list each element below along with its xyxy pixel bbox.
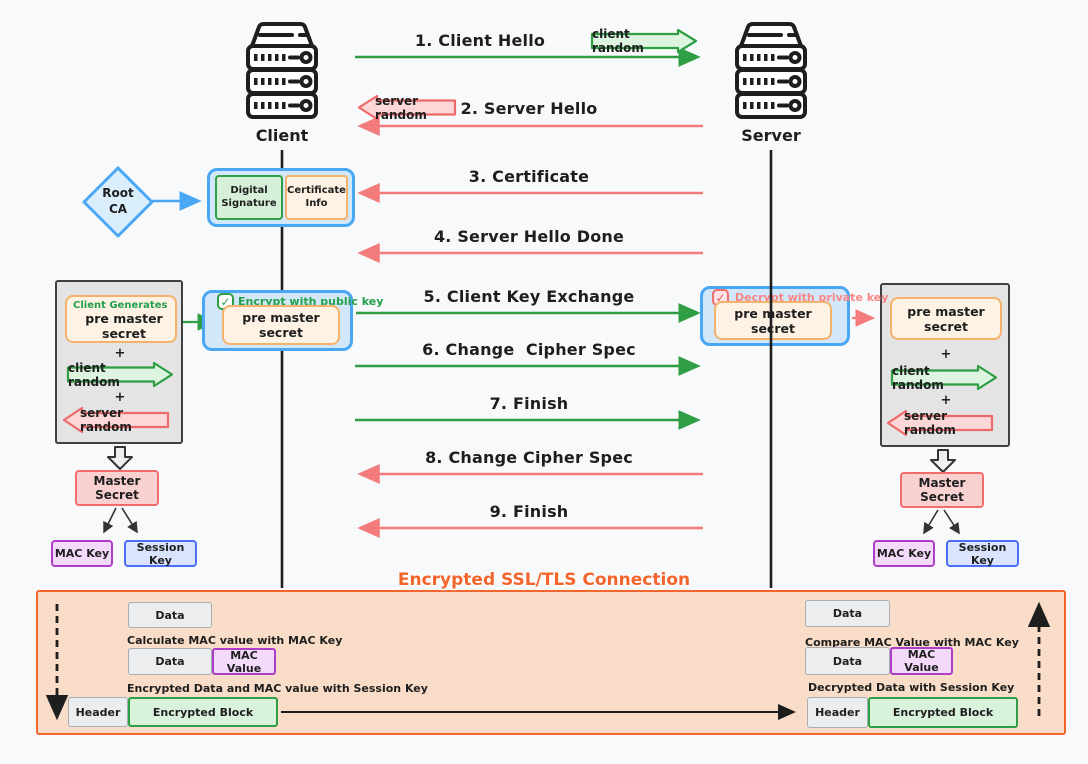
plus-sign: + [940, 393, 952, 408]
encrypted-connection-title: Encrypted SSL/TLS Connection [397, 570, 691, 590]
decrypt-pre-master-secret-box: pre master secret [714, 301, 832, 340]
header-box: Header [68, 697, 128, 727]
line-master-to-mackey-left [103, 507, 117, 534]
plus-sign: + [114, 346, 126, 361]
server-label: Server [741, 126, 801, 145]
client-random-badge-left: client random [66, 361, 174, 389]
line-master-to-mackey-right [923, 509, 939, 535]
caption-decrypt-session-key: Decrypted Data with Session Key [808, 681, 1015, 694]
data-box: Data [128, 648, 212, 675]
client-pre-master-secret-box: Client Generates pre master secret [65, 295, 177, 343]
client-random-badge-right: client random [890, 364, 998, 392]
session-key-box-right: Session Key [946, 540, 1019, 567]
line-master-to-sessionkey-left [121, 507, 138, 534]
line-master-to-sessionkey-right [943, 509, 960, 535]
mac-value-box: MAC Value [890, 647, 953, 675]
down-hollow-arrow-left [107, 446, 133, 470]
mac-key-box-right: MAC Key [873, 540, 935, 567]
master-secret-box-right: Master Secret [900, 472, 984, 508]
digital-signature-box: Digital Signature [215, 175, 283, 220]
encrypt-pre-master-secret-box: pre master secret [222, 305, 340, 345]
plus-sign: + [114, 390, 126, 405]
caption-calculate-mac: Calculate MAC value with MAC Key [127, 634, 343, 647]
header-box: Header [807, 697, 868, 728]
down-hollow-arrow-right [930, 449, 956, 473]
message-label-8: 8. Change Cipher Spec [425, 448, 633, 467]
message-label-6: 6. Change Cipher Spec [422, 340, 636, 359]
server-random-badge-left: server random [62, 406, 170, 434]
message-label-1: 1. Client Hello [414, 31, 546, 50]
message-label-9: 9. Finish [489, 502, 569, 521]
caption-compare-mac: Compare MAC Value with MAC Key [805, 636, 1019, 649]
mac-key-box-left: MAC Key [51, 540, 113, 567]
client-server-rack-icon [246, 22, 318, 119]
encrypt-label: Encrypt with public key [238, 295, 384, 308]
root-ca-label: Root CA [102, 186, 134, 216]
certificate-info-box: Certificate Info [285, 175, 348, 220]
encrypted-block-box: Encrypted Block [868, 697, 1018, 728]
client-pre-master-secret-label: pre master secret [85, 310, 163, 341]
message-label-2: 2. Server Hello [460, 99, 598, 118]
caption-encrypt-session-key: Encrypted Data and MAC value with Sessio… [127, 682, 428, 695]
data-box: Data [805, 600, 890, 627]
message-label-3: 3. Certificate [468, 167, 590, 186]
server-server-rack-icon [735, 22, 807, 119]
root-ca-diamond [82, 166, 154, 238]
data-box: Data [805, 647, 890, 675]
client-generates-label: Client Generates [73, 299, 168, 311]
encrypted-block-box: Encrypted Block [128, 697, 278, 727]
master-secret-box-left: Master Secret [75, 470, 159, 506]
message-label-4: 4. Server Hello Done [433, 227, 625, 246]
server-random-badge-top: server random [357, 94, 457, 122]
mac-value-box: MAC Value [212, 648, 276, 675]
message-label-7: 7. Finish [489, 394, 569, 413]
client-random-badge-top: client random [590, 27, 698, 55]
data-box: Data [128, 602, 212, 628]
session-key-box-left: Session Key [124, 540, 197, 567]
client-label: Client [255, 126, 309, 145]
server-pre-master-secret-box: pre master secret [890, 297, 1002, 340]
message-label-5: 5. Client Key Exchange [423, 287, 635, 306]
plus-sign: + [940, 347, 952, 362]
server-random-badge-right: server random [886, 409, 994, 437]
decrypt-label: Decrypt with private key [735, 291, 889, 304]
